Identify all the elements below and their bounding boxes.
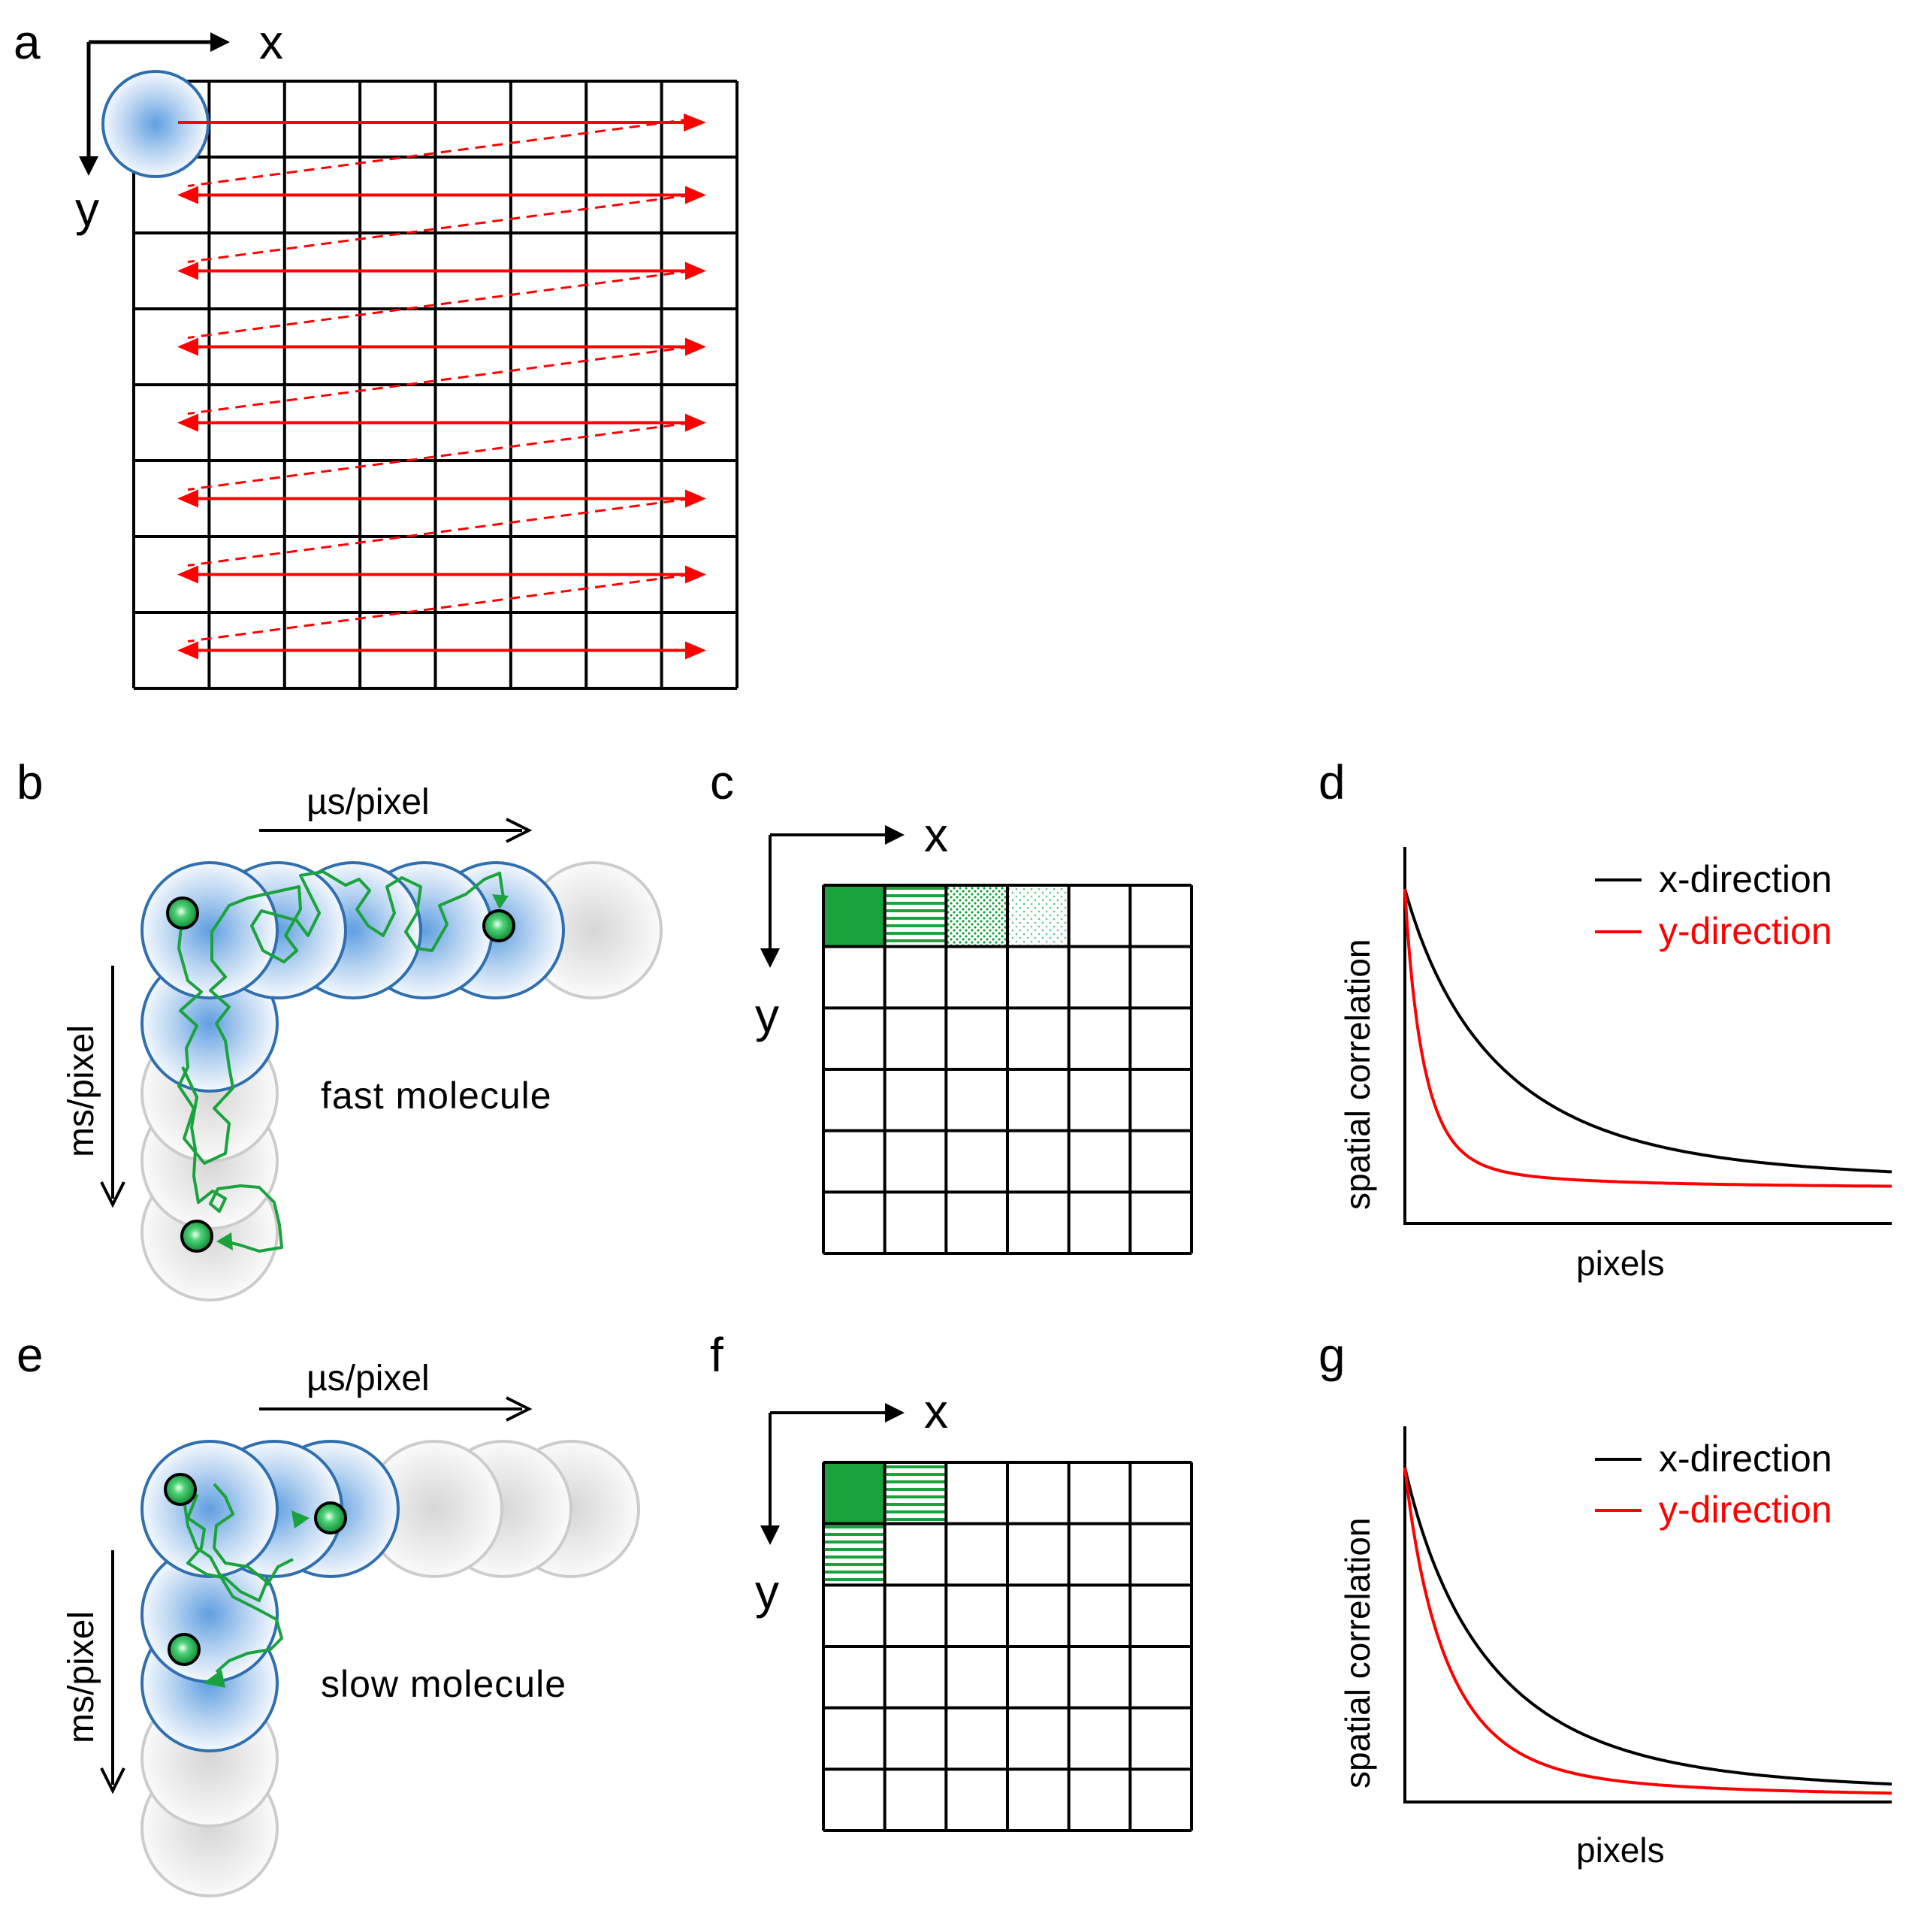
beam-blue	[140, 861, 279, 999]
x-axis-label: x	[924, 808, 948, 862]
correlated-pixel-strong	[823, 885, 885, 947]
panel-c-grid	[822, 884, 1193, 1255]
x-axis-label: x	[259, 15, 283, 69]
slow-molecule-trajectory	[181, 1483, 294, 1673]
panel-e-letter: e	[17, 1328, 44, 1382]
us-per-pixel-label: µs/pixel	[307, 782, 430, 822]
retrace-line	[187, 346, 692, 415]
y-axis-title: spatial correlation	[1338, 1517, 1377, 1788]
y-axis-arrowhead	[79, 156, 98, 176]
scan-arrowhead-right	[685, 641, 706, 660]
series-y-direction	[1403, 1467, 1892, 1795]
correlated-pixel-dense	[885, 1462, 947, 1524]
molecule-speed-label: fast molecule	[321, 1075, 552, 1117]
y-axis-arrowhead	[760, 948, 780, 968]
plot-curves	[1403, 888, 1892, 1188]
legend-label-y: y-direction	[1659, 1489, 1832, 1531]
trajectory-arrowhead	[492, 894, 509, 909]
retrace-line	[187, 194, 692, 263]
scan-arrowhead-right	[685, 337, 706, 356]
y-axis-label: y	[755, 1565, 779, 1619]
scan-arrowhead-left	[177, 641, 198, 660]
panel-g-letter: g	[1318, 1328, 1346, 1382]
y-axis-label: y	[75, 182, 99, 236]
fast-molecule-trajectory	[177, 870, 505, 1253]
retrace-line	[187, 497, 692, 567]
legend-label-x: x-direction	[1659, 1438, 1832, 1480]
retrace-line	[187, 422, 692, 491]
us-per-pixel-label: µs/pixel	[307, 1359, 430, 1398]
panel-b: b µs/pixel ms/pixel fast molecule	[17, 755, 663, 1302]
panel-g: g spatial correlation pixels x-direction…	[1318, 1328, 1892, 1870]
correlated-pixel-dense	[885, 885, 947, 947]
panel-e: e µs/pixel ms/pixel slow molecule	[17, 1328, 640, 1897]
scan-arrowhead-left	[177, 413, 198, 432]
correlated-pixel-dense	[823, 1524, 885, 1586]
molecule-end	[180, 1220, 213, 1253]
scan-arrowhead-right	[685, 262, 706, 280]
y-axis-title: spatial correlation	[1338, 939, 1377, 1210]
x-axis-arrowhead	[885, 825, 905, 845]
molecule-end	[168, 1633, 201, 1666]
molecule-start	[166, 896, 199, 930]
molecule-end	[482, 909, 515, 942]
raster-scan-path	[177, 118, 706, 660]
legend-label-y: y-direction	[1659, 910, 1832, 952]
first-scan-arrowhead	[684, 113, 706, 132]
x-axis-title: pixels	[1576, 1831, 1665, 1870]
x-axis-arrowhead	[885, 1403, 905, 1423]
panel-f-letter: f	[710, 1328, 723, 1382]
panel-a-grid	[132, 80, 739, 690]
series-y-direction	[1403, 888, 1892, 1188]
panel-c: c x y	[710, 755, 1193, 1255]
correlated-pixel-strong	[823, 1462, 885, 1524]
panel-d: d spatial correlation pixels x-direction…	[1318, 755, 1892, 1283]
scan-arrowhead-right	[685, 186, 706, 204]
panel-a: a x y	[14, 15, 739, 690]
trajectory-arrowhead	[216, 1232, 233, 1250]
panel-a-letter: a	[14, 15, 41, 69]
x-axis-label: x	[924, 1384, 948, 1438]
scan-arrowhead-left	[177, 262, 198, 280]
trajectory-arrowhead	[203, 1670, 225, 1688]
panel-f: f x y	[710, 1328, 1193, 1832]
correlated-pixel-medium	[947, 885, 1008, 947]
trajectory-arrowhead	[291, 1510, 310, 1528]
scan-arrowhead-right	[685, 489, 706, 508]
legend-label-x: x-direction	[1659, 858, 1832, 900]
ms-per-pixel-label: ms/pixel	[62, 1025, 101, 1157]
molecule-speed-label: slow molecule	[321, 1663, 566, 1705]
frame-scan-arrowhead	[100, 1181, 125, 1208]
line-scan-arrowhead	[506, 818, 533, 843]
y-axis-label: y	[755, 988, 779, 1042]
scan-arrowhead-right	[685, 565, 706, 584]
plot-curves	[1403, 1467, 1892, 1795]
scan-arrowhead-right	[685, 413, 706, 432]
series-x-direction	[1403, 1467, 1892, 1786]
scan-arrowhead-left	[177, 186, 198, 204]
scan-arrowhead-left	[177, 337, 198, 356]
panel-d-letter: d	[1318, 755, 1346, 809]
retrace-line	[187, 118, 692, 187]
y-axis-arrowhead	[760, 1525, 780, 1545]
x-axis-arrowhead	[210, 32, 230, 52]
correlated-pixel-light	[1008, 885, 1070, 947]
retrace-line	[187, 270, 692, 339]
panel-b-letter: b	[17, 755, 44, 809]
molecule-end	[314, 1501, 347, 1534]
molecule-start	[164, 1473, 197, 1506]
scan-arrowhead-left	[177, 489, 198, 508]
line-scan-arrowhead	[506, 1396, 533, 1422]
panel-f-grid	[822, 1461, 1193, 1832]
ms-per-pixel-label: ms/pixel	[62, 1611, 101, 1743]
series-x-direction	[1403, 888, 1892, 1174]
panel-c-letter: c	[710, 755, 734, 809]
scan-arrowhead-left	[177, 565, 198, 584]
retrace-line	[187, 573, 692, 642]
frame-scan-arrowhead	[100, 1767, 125, 1794]
x-axis-title: pixels	[1576, 1244, 1665, 1283]
